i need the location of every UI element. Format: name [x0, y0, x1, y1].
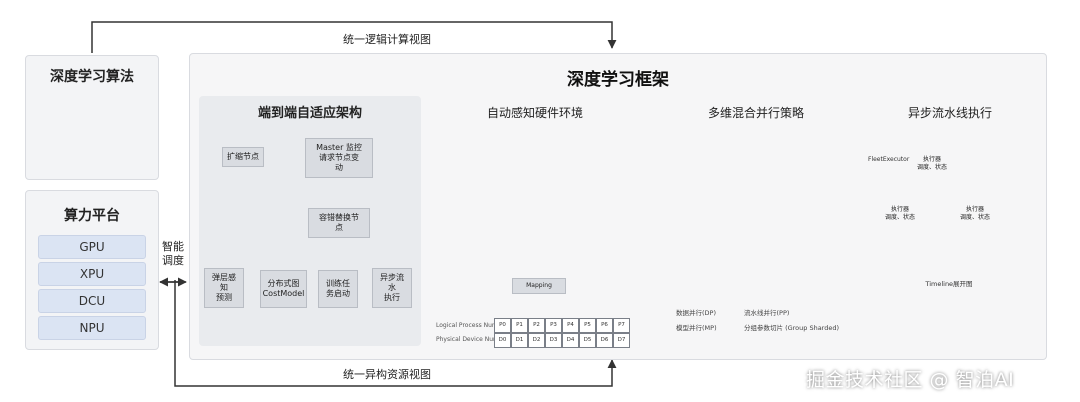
pipeline-title: 异步流水线执行	[907, 106, 992, 120]
executor-top: 执行器 调度、状态	[916, 156, 947, 171]
physical-device-cell: D6	[596, 333, 613, 348]
executor-right: 执行器 调度、状态	[959, 206, 990, 221]
timeline-label: Timeline展开图	[925, 280, 973, 288]
mapping-box: Mapping	[512, 278, 566, 294]
physical-device-cell: D1	[511, 333, 528, 348]
node-fault-replace: 容错替换节 点	[308, 208, 370, 238]
physical-device-cell: D0	[494, 333, 511, 348]
logical-process-cell: P1	[511, 318, 528, 333]
algorithms-title: 深度学习算法	[50, 69, 134, 85]
hardware-title: 自动感知硬件环境	[486, 106, 583, 120]
platform-npu: NPU	[38, 316, 146, 340]
node-async-pipeline: 异步流 水 执行	[372, 268, 412, 308]
adaptive-title: 端到端自适应架构	[257, 106, 362, 121]
legend-dp: 数据并行(DP)	[676, 309, 716, 317]
smart-schedule-label: 智能 调度	[162, 240, 184, 267]
platform-dcu: DCU	[38, 289, 146, 313]
executor-left: 执行器 调度、状态	[884, 206, 915, 221]
fleet-executor-label: FleetExecutor	[868, 156, 910, 163]
node-master-monitor: Master 监控 请求节点变 动	[305, 138, 373, 178]
logical-process-cell: P7	[613, 318, 630, 333]
framework-title: 深度学习框架	[567, 70, 669, 90]
watermark-text: 掘金技术社区 @ 智泊AI	[806, 369, 1015, 391]
algorithms-panel: 深度学习算法	[25, 55, 159, 180]
node-expand: 扩缩节点	[222, 147, 264, 167]
logical-process-cell: P6	[596, 318, 613, 333]
unified-logical-view-label: 统一逻辑计算视图	[343, 33, 431, 46]
compute-platform-panel: 算力平台 GPU XPU DCU NPU	[25, 190, 159, 350]
node-distributed-costmodel: 分布式图 CostModel	[260, 270, 307, 308]
logical-process-cell: P4	[562, 318, 579, 333]
algorithm-thumbnail	[40, 97, 152, 169]
unified-resource-view-label: 统一异构资源视图	[343, 368, 431, 381]
physical-device-label: Physical Device Number	[436, 336, 509, 343]
logical-process-label: Logical Process Number	[436, 322, 508, 329]
physical-device-cell: D3	[545, 333, 562, 348]
logical-process-cell: P5	[579, 318, 596, 333]
node-perceive-predict: 弹层感 知 预测	[204, 268, 244, 308]
platform-title: 算力平台	[64, 208, 120, 224]
platform-gpu: GPU	[38, 235, 146, 259]
logical-process-cell: P2	[528, 318, 545, 333]
platform-xpu: XPU	[38, 262, 146, 286]
legend-group-sharded: 分组参数切片 (Group Sharded)	[744, 324, 840, 332]
node-training-start: 训练任 务启动	[318, 270, 358, 308]
logical-process-cell: P0	[494, 318, 511, 333]
physical-device-cell: D5	[579, 333, 596, 348]
legend-pp: 流水线并行(PP)	[744, 309, 790, 317]
parallel-title: 多维混合并行策略	[707, 106, 804, 120]
legend-mp: 模型并行(MP)	[676, 324, 717, 332]
physical-device-cell: D7	[613, 333, 630, 348]
physical-device-cell: D4	[562, 333, 579, 348]
logical-process-cell: P3	[545, 318, 562, 333]
physical-device-cell: D2	[528, 333, 545, 348]
